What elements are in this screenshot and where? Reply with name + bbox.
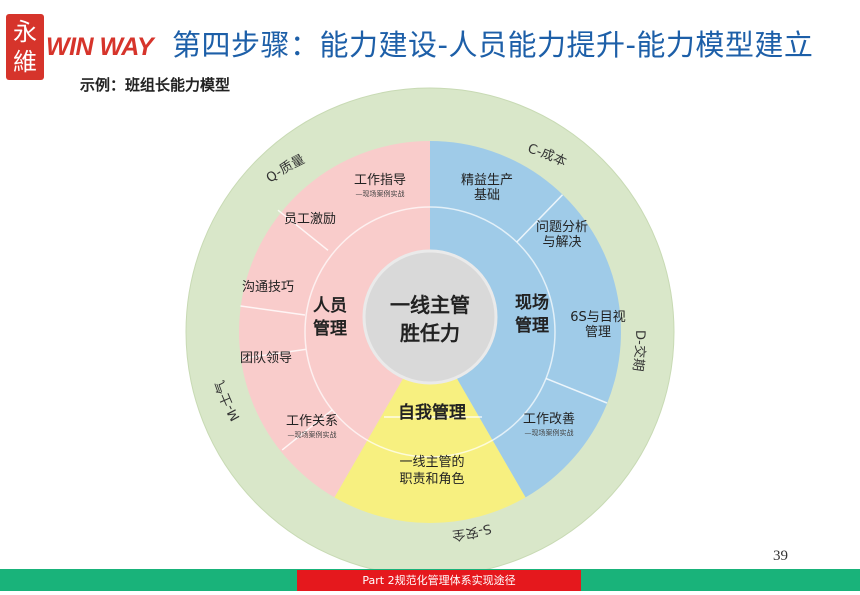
- people-management-label-line-2: 管理: [313, 318, 347, 339]
- people-item-communication: 沟通技巧: [242, 280, 294, 295]
- page-title: 第四步骤：能力建设-人员能力提升-能力模型建立: [172, 28, 814, 62]
- site-item-problem-solving-line-1: 问题分析: [536, 220, 588, 235]
- site-item-lean-production-line-2: 基础: [474, 188, 500, 203]
- site-management-label-line-2: 管理: [515, 315, 549, 336]
- page-subtitle: 示例：班组长能力模型: [80, 76, 231, 94]
- site-item-6s-visual-line-1: 6S与目视: [570, 310, 626, 325]
- logo-seal-char-1: 永: [13, 18, 37, 46]
- site-management-sector: [430, 141, 621, 498]
- people-item-work-relations-note: —现场案例实战: [288, 430, 337, 439]
- site-item-work-improvement-note: —现场案例实战: [525, 428, 574, 437]
- self-item-line-1: 一线主管的: [399, 454, 464, 470]
- people-management-sector: [239, 141, 430, 498]
- page-number: 39: [773, 548, 788, 564]
- core-label-line-1: 一线主管: [390, 293, 470, 317]
- people-item-work-guidance-note: —现场案例实战: [356, 189, 405, 198]
- people-item-team-leadership: 团队领导: [240, 351, 292, 366]
- logo-seal: 永 維: [6, 14, 44, 80]
- site-item-lean-production-line-1: 精益生产: [461, 173, 513, 188]
- site-item-6s-visual-line-2: 管理: [585, 325, 611, 340]
- people-management-label-line-1: 人员: [313, 296, 347, 316]
- ring-label-delivery: D-交期: [629, 330, 648, 372]
- site-management-label-line-1: 现场: [515, 293, 549, 313]
- footer-caption: Part 2规范化管理体系实现途径: [297, 570, 581, 591]
- core-circle: [362, 249, 498, 385]
- item-dividers: [240, 194, 608, 451]
- logo-brand-text: WIN WAY: [46, 33, 154, 61]
- people-item-motivation: 员工激励: [284, 212, 336, 227]
- inner-ring-line: [304, 206, 556, 458]
- people-item-work-guidance: 工作指导: [354, 173, 406, 188]
- site-item-work-improvement: 工作改善: [523, 411, 575, 427]
- core-label-line-2: 胜任力: [400, 321, 460, 345]
- site-item-problem-solving-line-2: 与解决: [542, 235, 581, 250]
- self-management-sector: [334, 332, 526, 523]
- people-item-work-relations: 工作关系: [286, 414, 338, 429]
- logo-seal-char-2: 維: [13, 48, 37, 76]
- self-item-line-2: 职责和角色: [399, 471, 464, 487]
- self-management-label: 自我管理: [398, 402, 466, 423]
